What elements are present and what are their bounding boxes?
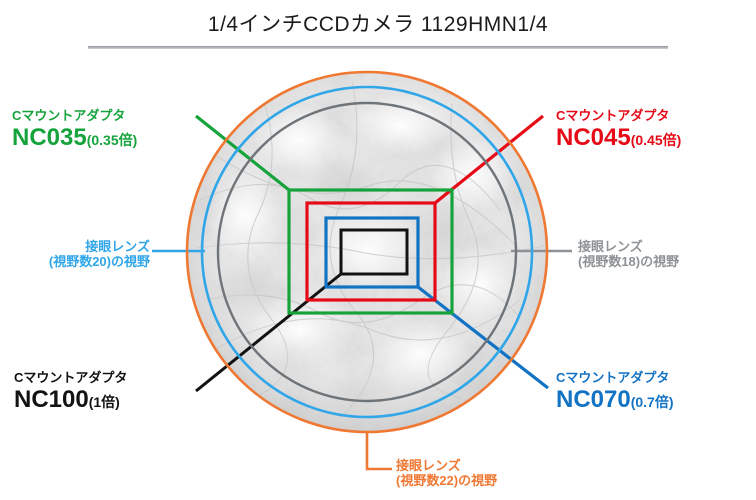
field-rect-nc035 (287, 188, 454, 315)
field-circle-eyepiece-18 (216, 101, 518, 403)
callout-nc070: Cマウントアダプタ NC070(0.7倍) (556, 370, 674, 415)
callout-nc100-magnification: (1倍) (88, 394, 120, 411)
page-title: 1/4インチCCDカメラ 1129HMN1/4 (0, 8, 756, 38)
callout-nc070-magnification: (0.7倍) (630, 394, 674, 411)
callout-nc100: Cマウントアダプタ NC100(1倍) (14, 370, 127, 415)
callout-eyepiece-20-line1: 接眼レンズ (85, 239, 150, 254)
callout-nc035: Cマウントアダプタ NC035(0.35倍) (12, 108, 137, 153)
callout-nc035-magnification: (0.35倍) (86, 132, 138, 149)
specimen-texture (187, 72, 547, 432)
field-rect-nc100 (339, 228, 409, 276)
page-title-text: 1/4インチCCDカメラ 1129HMN1/4 (207, 13, 549, 36)
callout-nc070-adapter: Cマウントアダプタ (556, 370, 670, 385)
callout-nc045-model: NC045(0.45倍) (556, 124, 682, 152)
field-rect-nc045 (305, 201, 437, 302)
leader-line-nc035 (195, 114, 290, 192)
callout-eyepiece-22: 接眼レンズ (視野数22)の視野 (396, 458, 497, 489)
callout-nc100-model: NC100(1倍) (14, 386, 120, 414)
callout-eyepiece-22-line1: 接眼レンズ (396, 458, 461, 473)
callout-eyepiece-18: 接眼レンズ (視野数18)の視野 (578, 239, 679, 270)
leader-line-nc070 (417, 285, 549, 390)
callout-nc045-magnification: (0.45倍) (630, 132, 682, 149)
callout-nc045-adapter: Cマウントアダプタ (556, 108, 670, 123)
field-rect-nc070 (324, 216, 420, 289)
callout-eyepiece-20-line2: (視野数20)の視野 (48, 254, 150, 270)
callout-eyepiece-18-line2: (視野数18)の視野 (578, 254, 680, 270)
callout-eyepiece-20: 接眼レンズ (視野数20)の視野 (0, 239, 150, 270)
title-divider (88, 46, 668, 49)
field-circle-eyepiece-22 (185, 70, 549, 434)
callout-eyepiece-18-line1: 接眼レンズ (578, 239, 643, 254)
leader-line-eyepiece22 (365, 432, 392, 471)
leader-line-nc100 (195, 272, 342, 393)
callout-nc045: Cマウントアダプタ NC045(0.45倍) (556, 108, 681, 153)
callout-eyepiece-22-line2: (視野数22)の視野 (396, 473, 498, 489)
callout-nc035-adapter: Cマウントアダプタ (12, 108, 126, 123)
field-circle-eyepiece-20 (200, 85, 534, 419)
callout-nc100-adapter: Cマウントアダプタ (14, 370, 128, 385)
callout-nc070-model: NC070(0.7倍) (556, 386, 674, 414)
callout-nc035-model: NC035(0.35倍) (12, 124, 138, 152)
